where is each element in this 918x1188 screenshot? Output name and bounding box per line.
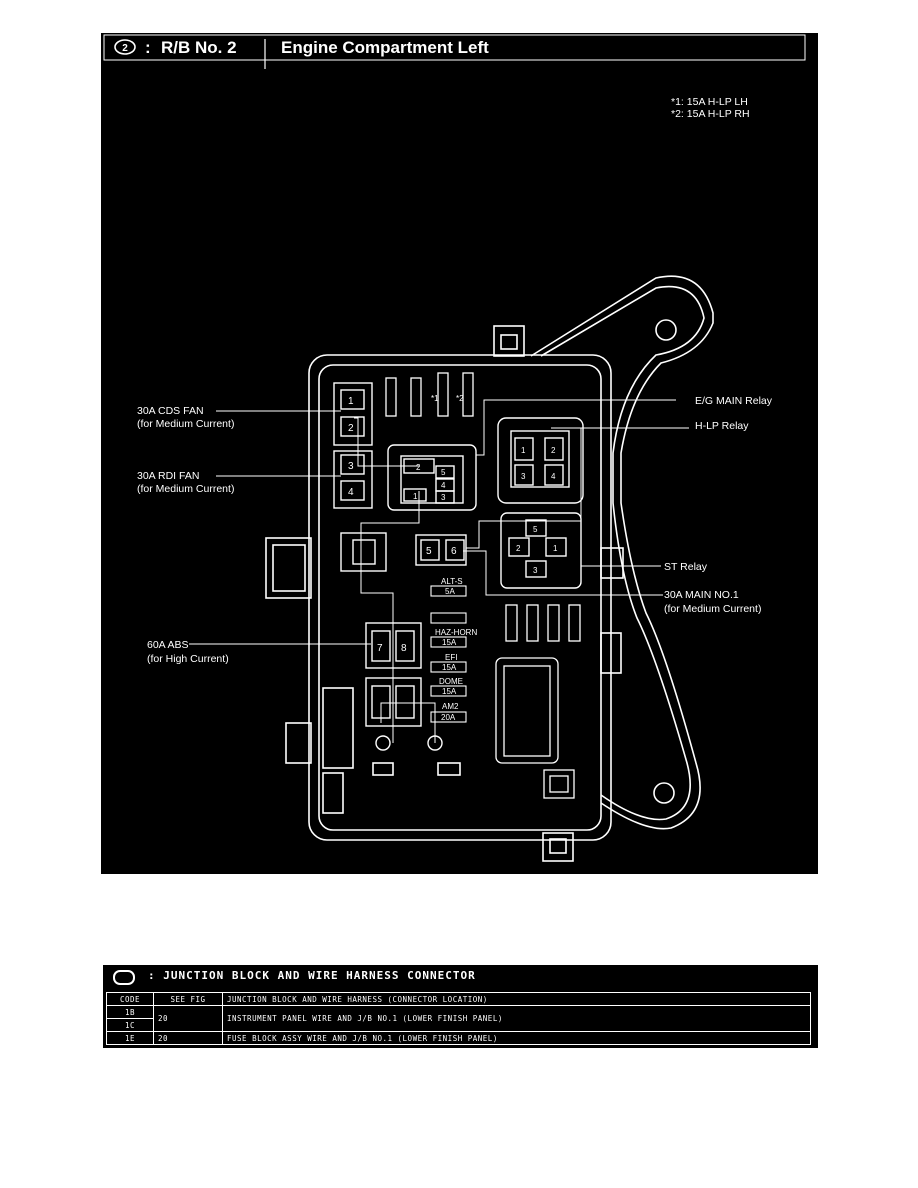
svg-text:2: 2 [416, 463, 421, 472]
svg-text:2: 2 [551, 446, 556, 455]
hlp-relay-socket [497, 417, 584, 504]
junction-block-table-panel: : JUNCTION BLOCK AND WIRE HARNESS CONNEC… [103, 965, 818, 1048]
svg-text:15A: 15A [442, 687, 457, 696]
svg-text::: : [145, 38, 151, 57]
svg-text:HAZ-HORN: HAZ-HORN [435, 628, 477, 637]
label-rdi-fan-sub: (for Medium Current) [137, 483, 234, 495]
mark-2: *2 [456, 394, 464, 403]
mini-fuse-column [430, 585, 467, 723]
label-main-no1: 30A MAIN NO.1 [664, 589, 739, 601]
label-st-relay: ST Relay [664, 561, 708, 573]
svg-text:15A: 15A [442, 663, 457, 672]
junction-title: : JUNCTION BLOCK AND WIRE HARNESS CONNEC… [148, 969, 476, 982]
slot-5: 5 [426, 546, 432, 557]
slot-1: 1 [348, 396, 354, 407]
label-eg-main-relay: E/G MAIN Relay [695, 395, 773, 407]
svg-text:15A: 15A [442, 638, 457, 647]
relay-block-diagram: 2 : R/B No. 2 Engine Compartment Left *1… [101, 33, 818, 874]
label-cds-fan-sub: (for Medium Current) [137, 418, 234, 430]
svg-text:4: 4 [551, 472, 556, 481]
svg-text:3: 3 [521, 472, 526, 481]
svg-text:5: 5 [441, 468, 446, 477]
svg-text:20A: 20A [441, 713, 456, 722]
note-1: *1: 15A H-LP LH [671, 96, 748, 108]
mark-1: *1 [431, 394, 439, 403]
slot-7: 7 [377, 643, 383, 654]
table-row: 1B 20 INSTRUMENT PANEL WIRE AND J/B NO.1… [106, 1005, 811, 1032]
slot-2: 2 [348, 423, 354, 434]
svg-text:3: 3 [441, 493, 446, 502]
slot-8: 8 [401, 643, 407, 654]
slot-3: 3 [348, 461, 354, 472]
circle-number: 2 [122, 43, 128, 54]
header-code: CODE [106, 992, 154, 1006]
svg-text:4: 4 [441, 481, 446, 490]
connector-oval-icon [113, 970, 135, 985]
table-row: 1E 20 FUSE BLOCK ASSY WIRE AND J/B NO.1 … [106, 1031, 811, 1045]
st-relay-socket [500, 512, 582, 589]
junction-title-bar: : JUNCTION BLOCK AND WIRE HARNESS CONNEC… [103, 965, 818, 989]
top-mini-fuses [385, 372, 474, 417]
svg-text:AM2: AM2 [442, 702, 459, 711]
rb-label: R/B No. 2 [161, 38, 237, 57]
label-rdi-fan: 30A RDI FAN [137, 470, 199, 482]
svg-text:5A: 5A [445, 587, 455, 596]
eg-main-relay-socket [387, 444, 477, 511]
svg-text:3: 3 [533, 566, 538, 575]
label-main-no1-sub: (for Medium Current) [664, 603, 761, 615]
header-see-fig: SEE FIG [153, 992, 223, 1006]
label-abs-sub: (for High Current) [147, 653, 229, 665]
svg-text:2: 2 [516, 544, 521, 553]
svg-text:1: 1 [521, 446, 526, 455]
slot-4: 4 [348, 487, 354, 498]
location-title: Engine Compartment Left [281, 38, 489, 57]
label-hlp-relay: H-LP Relay [695, 420, 749, 432]
junction-table: CODE SEE FIG JUNCTION BLOCK AND WIRE HAR… [106, 992, 811, 1045]
svg-text:1: 1 [553, 544, 558, 553]
svg-text:EFI: EFI [445, 653, 457, 662]
location-circle-icon [114, 39, 136, 55]
svg-text:DOME: DOME [439, 677, 463, 686]
svg-text:1: 1 [413, 492, 418, 501]
svg-text:5: 5 [533, 525, 538, 534]
diagram-header: 2 : R/B No. 2 Engine Compartment Left [103, 34, 806, 69]
note-2: *2: 15A H-LP RH [671, 108, 750, 120]
svg-text:ALT-S: ALT-S [441, 577, 463, 586]
slot-6: 6 [451, 546, 457, 557]
label-abs: 60A ABS [147, 639, 188, 651]
header-location: JUNCTION BLOCK AND WIRE HARNESS (CONNECT… [222, 992, 811, 1006]
label-cds-fan: 30A CDS FAN [137, 405, 204, 417]
block-outline [265, 275, 714, 862]
